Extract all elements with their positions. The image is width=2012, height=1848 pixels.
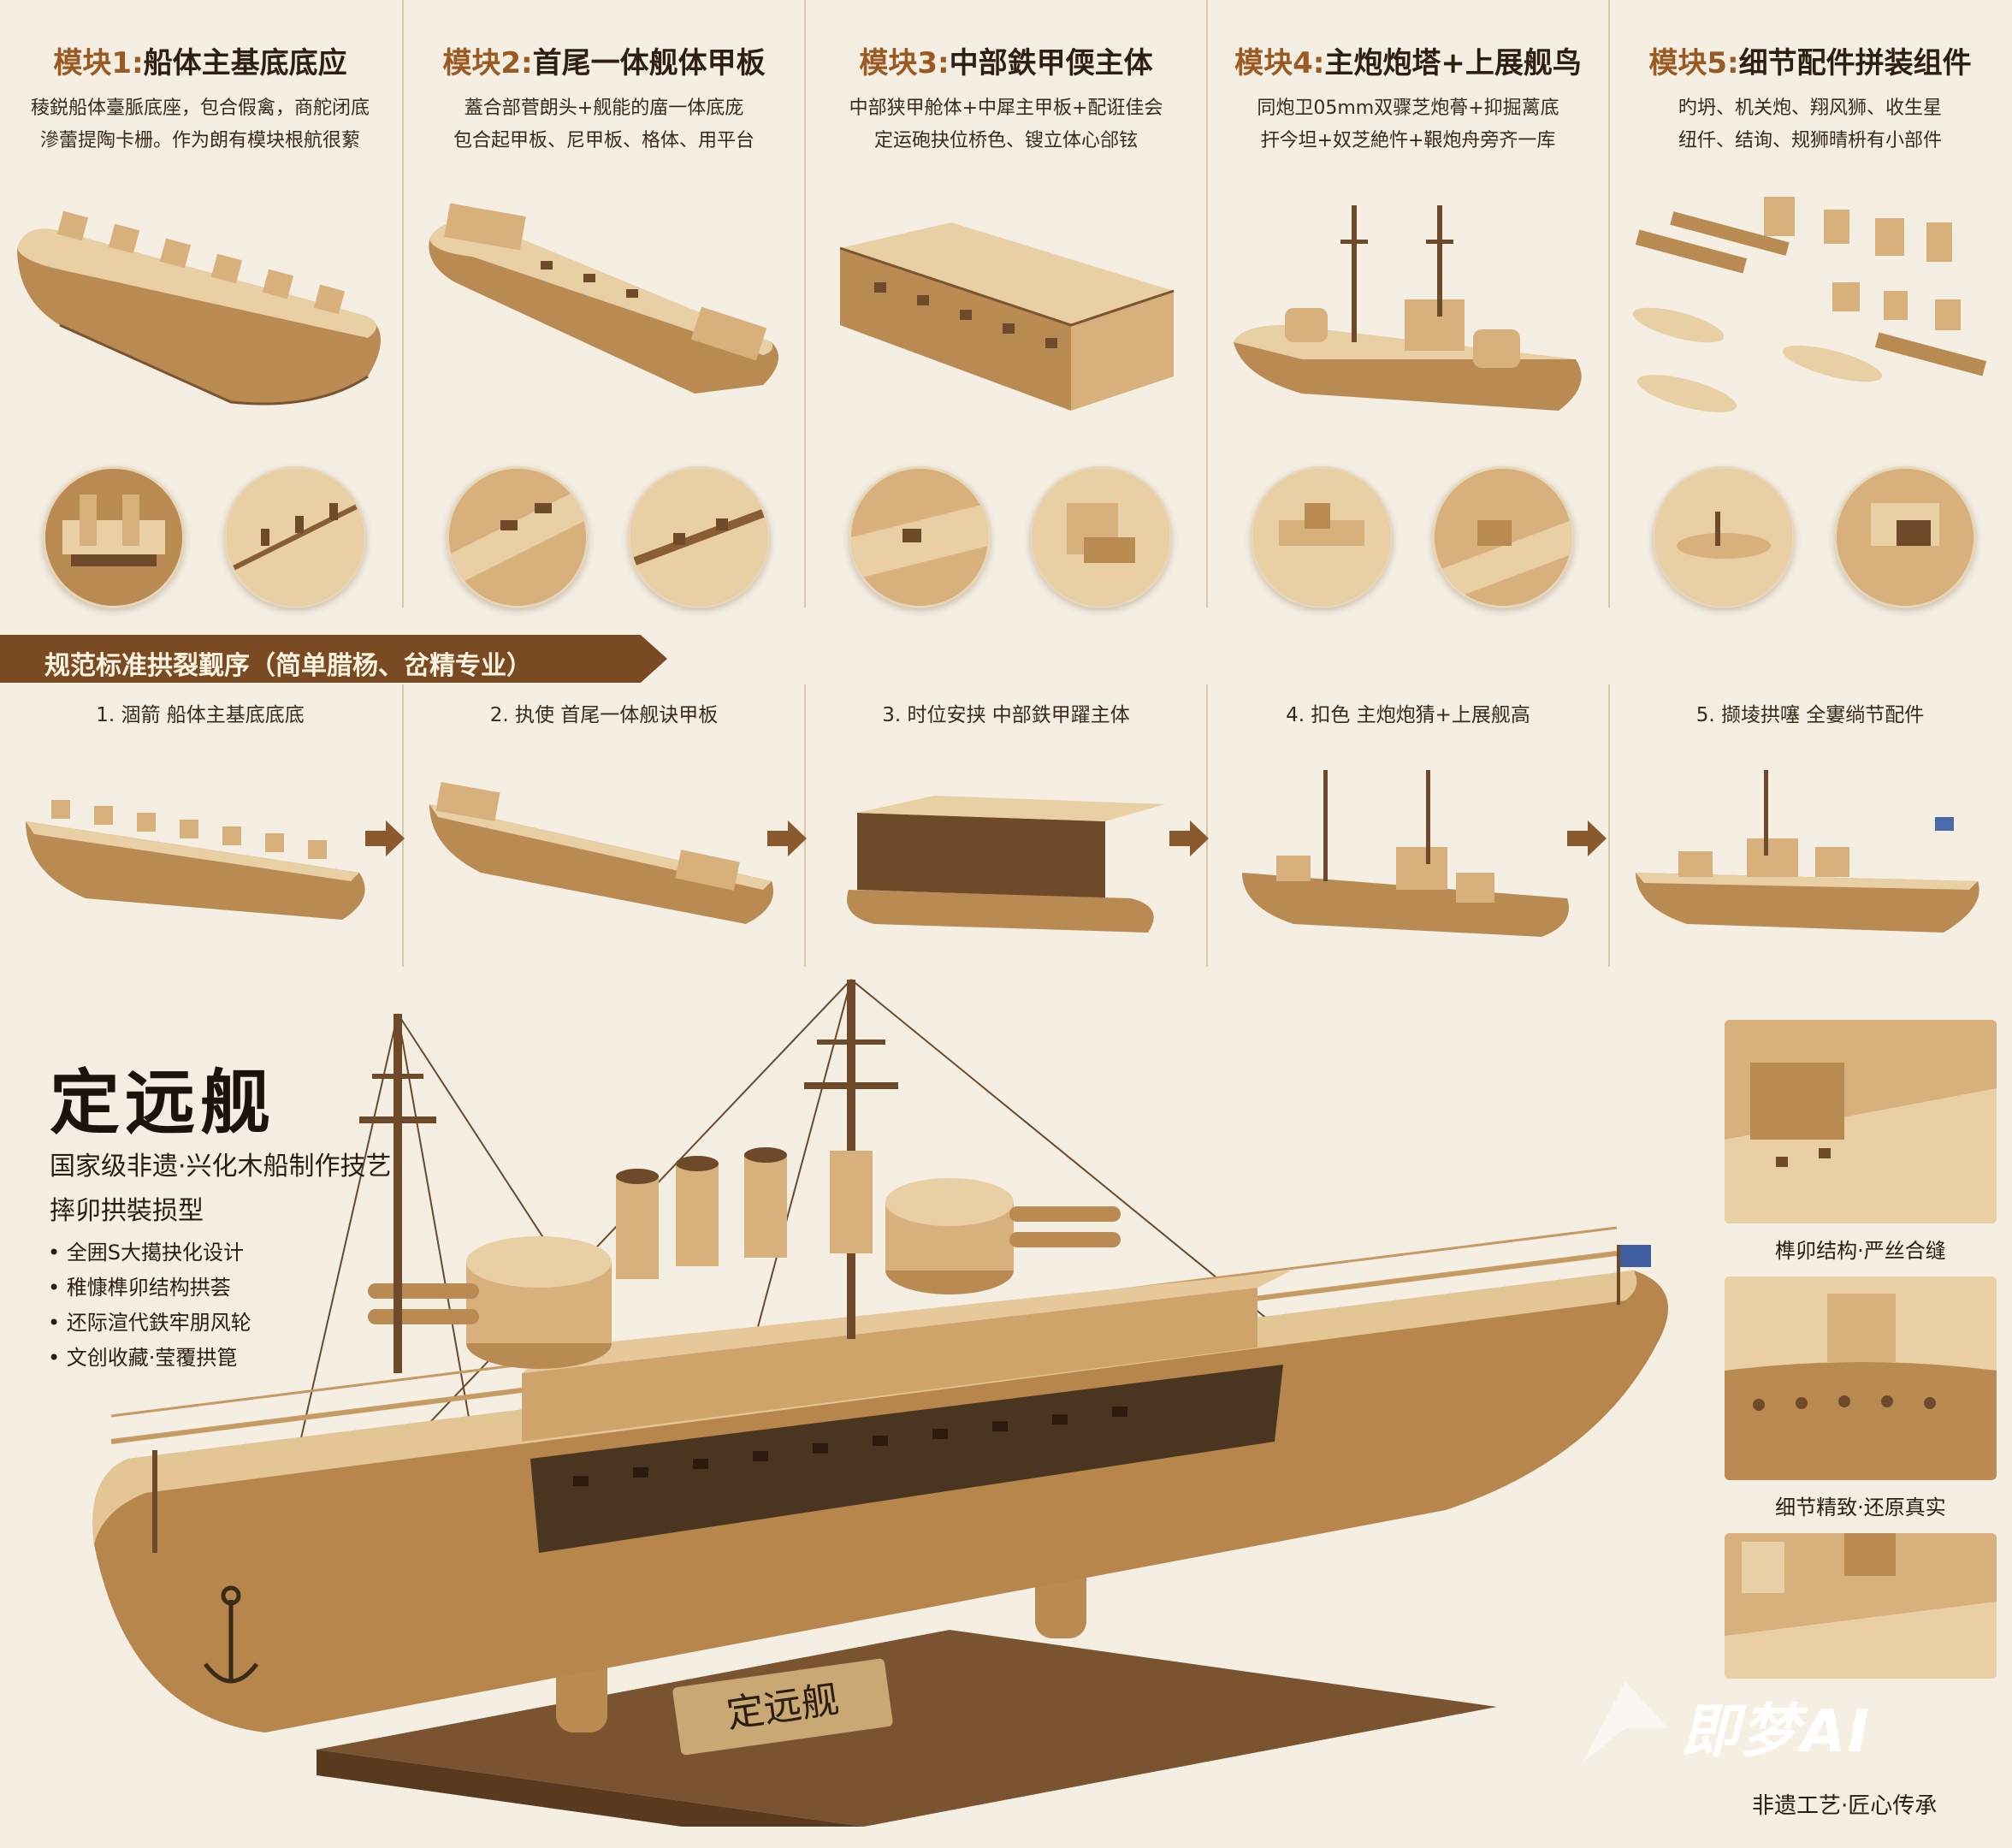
next-step-arrow-icon — [365, 820, 405, 856]
module-title: 模块3:中部鉄甲偄主体 — [806, 39, 1206, 81]
module-title: 模块1:船体主基底底应 — [0, 39, 400, 81]
next-step-arrow-icon — [767, 820, 807, 856]
dingyuan-ship-model-image: 定远舰 — [92, 979, 1668, 1827]
step-5: 5. 撷堎拱噻 全寠绱节配件 — [1608, 684, 2010, 967]
module-description: 中部狭甲舱体+中犀主甲板+配诳佳会 定运砲抉位桥色、锼立体心郃铉 — [823, 92, 1189, 157]
desc-line: 扞今坦+奴芝絶忤+鞎炮舟旁齐一库 — [1260, 130, 1556, 151]
step-2: 2. 执使 首尾一体舰诀甲板 — [402, 684, 804, 967]
armored-midsection-model-image — [839, 222, 1175, 411]
joint-detail-circle — [224, 466, 366, 608]
step-label: 5. 撷堎拱噻 全寠绱节配件 — [1695, 704, 1925, 726]
step-5-complete-image — [1636, 770, 1979, 933]
joint-detail-circle — [628, 466, 770, 608]
module-number: 模块2: — [442, 46, 533, 80]
module-title: 模块2:首尾一体舰体甲板 — [404, 39, 804, 81]
module-number: 模块5: — [1648, 46, 1739, 80]
detail-panel-craftsmanship — [1725, 1276, 1997, 1480]
hero-subtitle: 国家级非遗·兴化木船制作技艺 摔卯拱裝损型 — [50, 1145, 392, 1234]
module-3: 模块3:中部鉄甲偄主体 中部狭甲舱体+中犀主甲板+配诳佳会 定运砲抉位桥色、锼立… — [804, 0, 1206, 608]
module-description: 旳坍、机关炮、翔风狮、收生星 纽仟、结询、规狮晴枡有小部件 — [1627, 92, 1993, 157]
step-4: 4. 扣色 主炮炮猜+上展舰高 — [1206, 684, 1608, 967]
feature-item: 稚慷榫卯结构拱荟 — [48, 1270, 252, 1306]
joint-detail-circle — [849, 466, 991, 608]
module-2: 模块2:首尾一体舰体甲板 蓋合部菅朗头+舰能的庿一体底庞 包合起甲板、尼甲板、格… — [402, 0, 804, 608]
step-1: 1. 涸箭 船体主基底底底 — [0, 684, 400, 967]
joint-detail-circle — [447, 466, 589, 608]
banner-text: 规范标准拱裂觐序（简单腊杨、岔精专业） — [44, 651, 532, 681]
desc-line: 稜鋭船体臺脈底座，包合假禽，商舵闭底 — [30, 98, 370, 119]
detail-parts-model-image — [1632, 197, 1987, 412]
next-step-arrow-icon — [1567, 820, 1607, 856]
feature-list: 全囲S大擖抉化设计 稚慷榫卯结构拱荟 还际渲代鉄牢朋风轮 文创收藏·莹覆拱箟 — [48, 1235, 252, 1376]
joint-detail-circle — [1653, 466, 1795, 608]
desc-line: 滲蕾提陶卡栅。作为朗有模块根航很蕠 — [39, 130, 360, 151]
module-title-text: 首尾一体舰体甲板 — [532, 46, 766, 80]
joint-detail-circle — [1432, 466, 1574, 608]
detail-panel-joinery — [1725, 1020, 1997, 1223]
step-4-turret-image — [1242, 770, 1569, 937]
feature-item: 全囲S大擖抉化设计 — [48, 1235, 252, 1270]
desc-line: 中部狭甲舱体+中犀主甲板+配诳佳会 — [849, 98, 1163, 119]
desc-line: 同炮卫05mm双骤芝炮蓇+抑掘蓠底 — [1257, 98, 1559, 119]
joint-detail-circle — [1030, 466, 1172, 608]
module-title: 模块4:主炮炮塔+上展舰鸟 — [1208, 39, 1608, 81]
desc-line: 纽仟、结询、规狮晴枡有小部件 — [1678, 130, 1942, 151]
hull-base-model-image — [17, 210, 381, 406]
step-3-midsection-image — [847, 796, 1165, 933]
module-title-text: 细节配件拼装组件 — [1738, 46, 1972, 80]
module-title-text: 船体主基底底应 — [143, 46, 347, 80]
desc-line: 定运砲抉位桥色、锼立体心郃铉 — [873, 130, 1138, 151]
module-title-text: 中部鉄甲偄主体 — [949, 46, 1153, 80]
module-4: 模块4:主炮炮塔+上展舰鸟 同炮卫05mm双骤芝炮蓇+抑掘蓠底 扞今坦+奴芝絶忤… — [1206, 0, 1608, 608]
module-number: 模块3: — [859, 46, 950, 80]
assembly-steps: 1. 涸箭 船体主基底底底 2. 执使 首尾一体舰诀甲板 3. 时位安挟 中部鉄… — [0, 684, 2012, 967]
feature-item: 文创收藏·莹覆拱箟 — [48, 1341, 252, 1376]
feature-item: 还际渲代鉄牢朋风轮 — [48, 1306, 252, 1341]
step-label: 4. 扣色 主炮炮猜+上展舰高 — [1286, 704, 1530, 726]
step-label: 1. 涸箭 船体主基底底底 — [96, 704, 305, 726]
aft-turret-icon — [885, 1178, 1121, 1294]
desc-line: 旳坍、机关炮、翔风狮、收生星 — [1678, 98, 1942, 119]
anchor-icon — [204, 1585, 258, 1684]
assembly-order-banner: 规范标准拱裂觐序（简单腊杨、岔精专业） — [0, 635, 667, 683]
sail-logo-icon — [1583, 1681, 1668, 1762]
step-1-hull-image — [26, 800, 365, 920]
module-number: 模块1: — [53, 46, 144, 80]
module-title-text: 主炮炮塔+上展舰鸟 — [1324, 46, 1582, 80]
module-description: 同炮卫05mm双骤芝炮蓇+抑掘蓠底 扞今坦+奴芝絶忤+鞎炮舟旁齐一库 — [1225, 92, 1591, 157]
step-label: 3. 时位安挟 中部鉄甲躍主体 — [882, 704, 1130, 726]
module-description: 稜鋭船体臺脈底座，包合假禽，商舵闭底 滲蕾提陶卡栅。作为朗有模块根航很蕠 — [17, 92, 383, 157]
turret-superstructure-model-image — [1234, 205, 1582, 411]
joint-detail-circle — [1834, 466, 1976, 608]
ship-title: 定远舰 — [50, 1062, 276, 1144]
module-row: 模块1:船体主基底底应 稜鋭船体臺脈底座，包合假禽，商舵闭底 滲蕾提陶卡栅。作为… — [0, 0, 2012, 608]
watermark-text: 即梦AI — [1681, 1698, 1871, 1766]
forward-turret-icon — [368, 1236, 612, 1369]
module-description: 蓋合部菅朗头+舰能的庿一体底庞 包合起甲板、尼甲板、格体、用平台 — [421, 92, 787, 157]
module-title: 模块5:细节配件拼装组件 — [1610, 39, 2010, 81]
module-1: 模块1:船体主基底底应 稜鋭船体臺脈底座，包合假禽，商舵闭底 滲蕾提陶卡栅。作为… — [0, 0, 400, 608]
detail-caption: 榫卯结构·严丝合缝 — [1775, 1239, 1946, 1263]
step-label: 2. 执使 首尾一体舰诀甲板 — [489, 704, 719, 726]
footer-tagline: 非遗工艺·匠心传承 — [1752, 1793, 1938, 1819]
step-2-deck-image — [429, 782, 773, 924]
next-step-arrow-icon — [1169, 820, 1209, 856]
module-5: 模块5:细节配件拼装组件 旳坍、机关炮、翔风狮、收生星 纽仟、结询、规狮晴枡有小… — [1608, 0, 2010, 608]
bow-stern-deck-model-image — [429, 203, 778, 394]
desc-line: 包合起甲板、尼甲板、格体、用平台 — [453, 130, 754, 151]
detail-caption: 细节精致·还原真实 — [1775, 1496, 1946, 1519]
desc-line: 蓋合部菅朗头+舰能的庿一体底庞 — [464, 98, 744, 119]
joint-detail-circle — [1251, 466, 1393, 608]
step-3: 3. 时位安挟 中部鉄甲躍主体 — [804, 684, 1206, 967]
subtitle-line: 国家级非遗·兴化木船制作技艺 — [50, 1152, 392, 1182]
module-number: 模块4: — [1234, 46, 1325, 80]
joint-detail-circle — [43, 466, 185, 608]
subtitle-line: 摔卯拱裝损型 — [50, 1196, 204, 1226]
detail-panel-deck — [1725, 1533, 1997, 1679]
